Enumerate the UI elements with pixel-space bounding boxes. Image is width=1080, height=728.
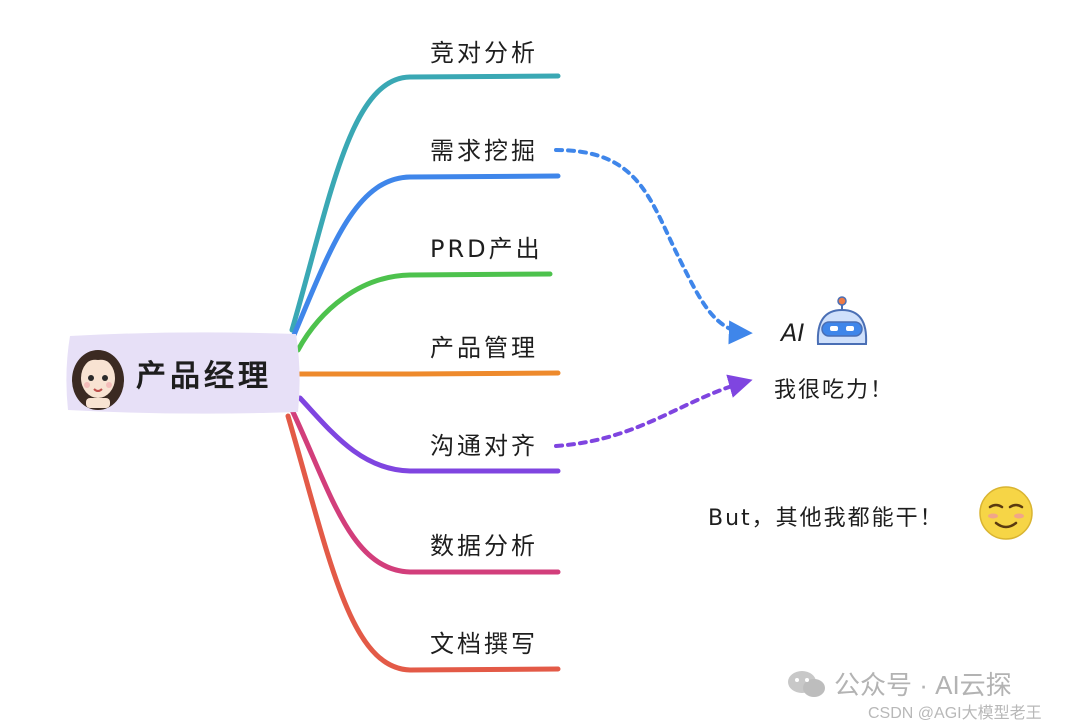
branch-line-6	[285, 413, 561, 673]
root-node: 产品经理	[66, 332, 300, 414]
robot-icon	[816, 296, 868, 345]
dashed-arrow-blue	[554, 148, 753, 345]
root-label: 产品经理	[136, 359, 272, 394]
branch-line-5	[289, 407, 561, 575]
but-note: But，其他我都能干！	[708, 506, 944, 531]
branch-label-4: 沟通对齐	[430, 432, 538, 460]
ai-note: 我很吃力！	[774, 378, 894, 403]
branch-line-4	[297, 395, 561, 474]
ai-label: AI	[779, 319, 805, 347]
branch-lines	[285, 73, 561, 673]
branch-label-3: 产品管理	[430, 334, 538, 362]
watermark-sub: CSDN @AGI大模型老王	[868, 704, 1042, 722]
branch-label-6: 文档撰写	[430, 630, 538, 658]
ai-annotation: AI 我很吃力！	[774, 296, 894, 403]
sly-smile-icon	[979, 486, 1033, 540]
branch-label-5: 数据分析	[430, 532, 538, 560]
dashed-arrow-purple	[554, 374, 753, 448]
watermark-main: 公众号 · AI云探	[834, 670, 1012, 700]
branch-label-2: PRD产出	[430, 235, 543, 263]
branch-line-3	[297, 370, 561, 377]
branch-label-1: 需求挖掘	[430, 137, 538, 165]
root-node-bg	[66, 332, 300, 414]
but-annotation: But，其他我都能干！	[708, 486, 1033, 540]
wechat-icon	[788, 671, 825, 697]
woman-avatar-icon	[72, 350, 124, 410]
branch-label-0: 竞对分析	[430, 39, 538, 67]
branch-labels: 竞对分析 需求挖掘 PRD产出 产品管理 沟通对齐 数据分析 文档撰写	[430, 39, 543, 658]
watermark: 公众号 · AI云探 CSDN @AGI大模型老王	[788, 670, 1042, 722]
branch-line-1	[291, 173, 561, 338]
branch-line-0	[289, 73, 561, 333]
branch-line-2	[295, 271, 553, 353]
